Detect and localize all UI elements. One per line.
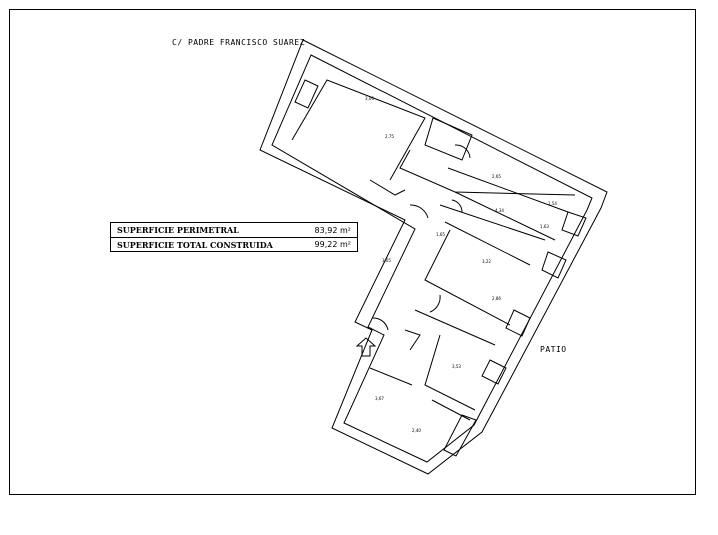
area-value: 83,92 m² <box>314 225 351 235</box>
dimension-label: 2,86 <box>492 296 501 301</box>
area-label: SUPERFICIE PERIMETRAL <box>117 225 239 235</box>
partition-wall <box>424 117 473 161</box>
door-swing <box>371 317 389 331</box>
dimension-label: 1,65 <box>436 232 445 237</box>
partition-wall <box>404 329 421 351</box>
partition-wall <box>447 167 569 213</box>
window <box>505 309 531 337</box>
window <box>294 79 319 109</box>
door-swing <box>454 144 471 159</box>
sheet-frame <box>9 9 696 495</box>
dimension-label: 3,67 <box>375 396 384 401</box>
dimension-label: 3,05 <box>382 258 391 263</box>
dimension-label: 2,65 <box>492 174 501 179</box>
door-swing <box>451 199 463 213</box>
area-row-perimetral: SUPERFICIE PERIMETRAL 83,92 m² <box>111 223 357 237</box>
area-row-total: SUPERFICIE TOTAL CONSTRUIDA 99,22 m² <box>111 237 357 251</box>
partition-wall <box>414 309 496 346</box>
dimension-label: 3,53 <box>452 364 461 369</box>
partition-wall <box>444 221 531 266</box>
window <box>481 359 507 385</box>
partition-wall <box>431 399 471 421</box>
window <box>561 211 587 237</box>
door-swing <box>429 294 441 313</box>
partition-wall <box>439 204 546 241</box>
patio-label: PATIO <box>540 345 567 354</box>
dimension-label: 4,34 <box>495 208 504 213</box>
entrance-arrow-icon <box>355 337 377 357</box>
dimension-label: 2,40 <box>412 428 421 433</box>
area-label: SUPERFICIE TOTAL CONSTRUIDA <box>117 239 273 250</box>
partition-wall <box>399 149 576 196</box>
inner-wall <box>271 54 593 463</box>
dimension-label: 2,75 <box>385 134 394 139</box>
dimension-label: 1,54 <box>548 201 557 206</box>
partition-wall <box>369 179 406 196</box>
street-label: C/ PADRE FRANCISCO SUAREZ <box>172 38 305 47</box>
window <box>443 414 477 457</box>
partition-wall <box>424 229 511 326</box>
dimension-label: 1,63 <box>540 224 549 229</box>
outer-wall <box>259 39 608 475</box>
partition-wall <box>424 334 476 411</box>
area-summary-table: SUPERFICIE PERIMETRAL 83,92 m² SUPERFICI… <box>110 222 358 252</box>
partition-wall <box>369 367 413 386</box>
door-swing <box>409 204 429 219</box>
partition-wall <box>291 79 426 181</box>
dimension-label: 3,22 <box>482 259 491 264</box>
dimension-label: 3,06 <box>365 96 374 101</box>
area-value: 99,22 m² <box>314 240 351 249</box>
partition-wall <box>454 191 556 241</box>
window <box>541 251 567 279</box>
